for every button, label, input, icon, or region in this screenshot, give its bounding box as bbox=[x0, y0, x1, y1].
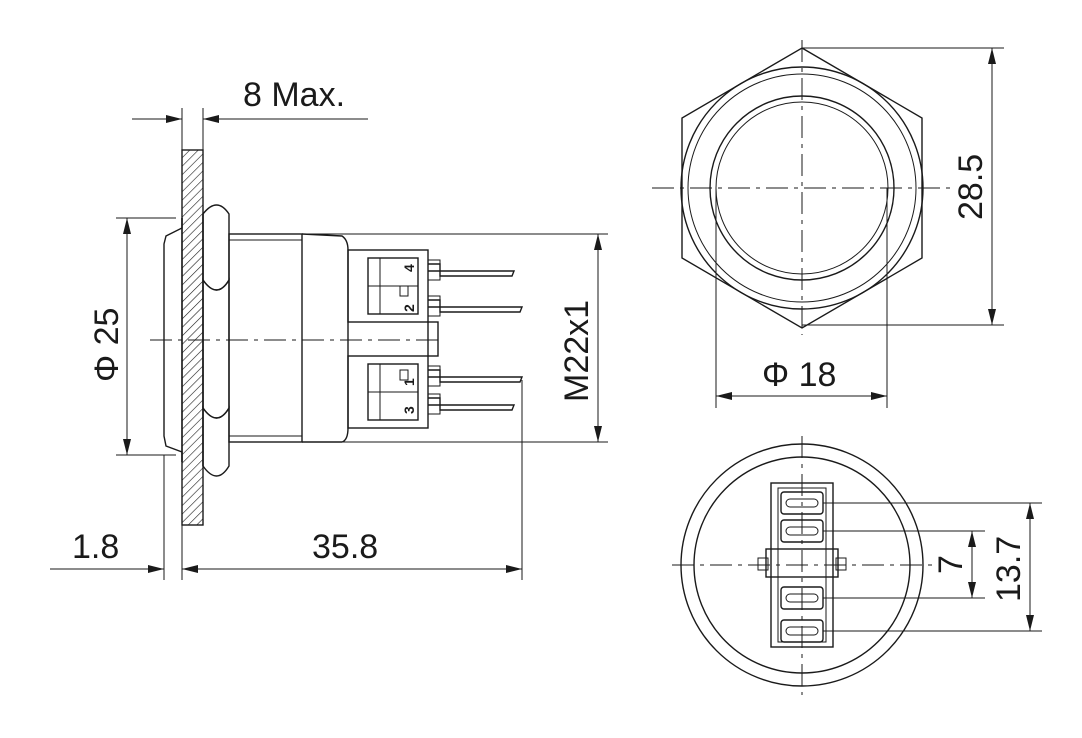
mounting-panel bbox=[181, 149, 204, 526]
pin-label-3: 3 bbox=[401, 406, 417, 414]
dim-terminal-spacing: 7 13.7 bbox=[823, 502, 1042, 632]
label-head-diameter: Φ 25 bbox=[88, 308, 126, 382]
body-housing bbox=[228, 233, 303, 443]
label-terminal-spacing-outer: 13.7 bbox=[990, 536, 1028, 602]
dim-max-depth: 8 Max. bbox=[132, 76, 368, 150]
dim-head-diameter: Φ 25 bbox=[88, 217, 176, 456]
dim-flange-and-length: 1.8 35.8 bbox=[50, 380, 523, 580]
label-thread: M22x1 bbox=[558, 300, 596, 402]
front-view bbox=[652, 40, 950, 335]
pin-label-1: 1 bbox=[401, 378, 417, 386]
pin-label-2: 2 bbox=[401, 304, 417, 312]
terminal-block bbox=[347, 249, 439, 429]
pin-label-4: 4 bbox=[401, 264, 417, 272]
side-view: 4 2 1 3 bbox=[150, 149, 524, 526]
rear-housing bbox=[301, 233, 349, 443]
dim-thread: M22x1 bbox=[302, 233, 608, 443]
label-ring-diameter: Φ 18 bbox=[762, 356, 836, 394]
label-flange-thickness: 1.8 bbox=[72, 528, 119, 566]
rear-view bbox=[672, 436, 932, 695]
label-body-length: 35.8 bbox=[312, 528, 378, 566]
dim-hex-corners: 28.5 bbox=[802, 47, 1004, 326]
label-hex-corners: 28.5 bbox=[952, 154, 990, 220]
label-terminal-spacing-inner: 7 bbox=[932, 555, 970, 574]
dim-ring-diameter: Φ 18 bbox=[715, 188, 888, 408]
label-max-depth: 8 Max. bbox=[243, 76, 345, 114]
terminal-pins bbox=[427, 259, 524, 415]
